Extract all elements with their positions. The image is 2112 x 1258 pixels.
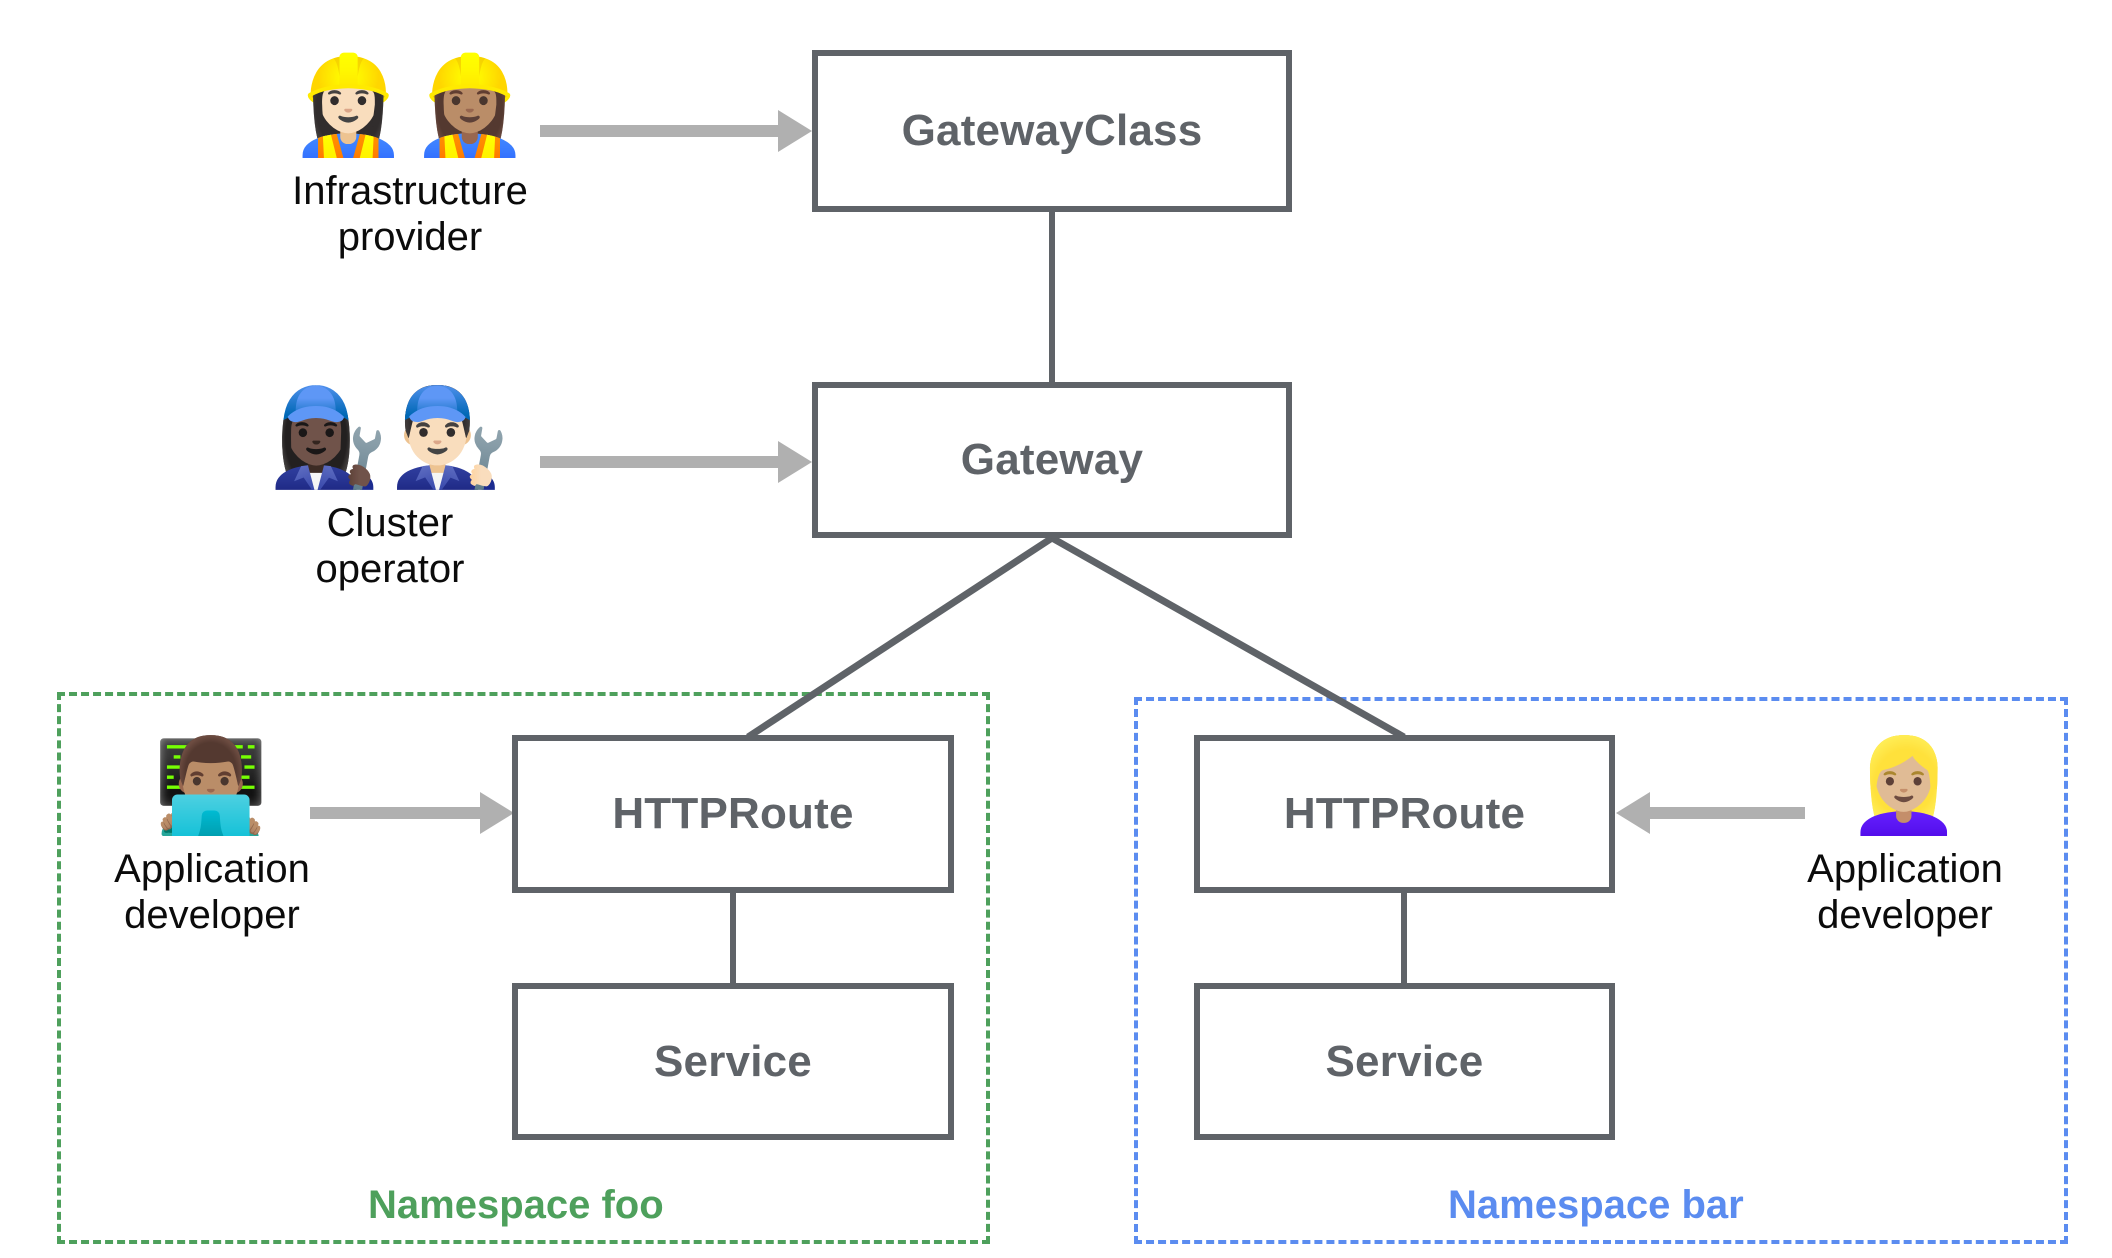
service-foo-label: Service <box>654 1036 812 1086</box>
developer-icon: 👨🏽‍💻 <box>153 735 271 837</box>
gateway-box[interactable]: Gateway <box>812 382 1292 538</box>
httproute-foo-label: HTTPRoute <box>612 789 854 838</box>
actor-cluster-operator-label: Cluster operator <box>315 501 465 592</box>
construction-workers-icon: 👷🏻‍♀️👷🏽‍♀️ <box>288 52 532 159</box>
actor-application-developer-bar-label: Application developer <box>1807 847 2003 938</box>
namespace-bar-container <box>1134 697 2068 1244</box>
developer-icon: 👱🏼‍♀️ <box>1846 735 1964 837</box>
gatewayclass-box[interactable]: GatewayClass <box>812 50 1292 212</box>
actor-application-developer-foo-label: Application developer <box>114 847 310 938</box>
service-bar-label: Service <box>1325 1036 1484 1086</box>
actor-cluster-operator: 👩🏿‍🔧👨🏻‍🔧 Cluster operator <box>230 390 550 593</box>
namespace-foo-label: Namespace foo <box>368 1183 664 1227</box>
actor-infrastructure-provider-label: Infrastructure provider <box>292 169 528 260</box>
httproute-foo-box[interactable]: HTTPRoute <box>512 735 954 893</box>
httproute-bar-box[interactable]: HTTPRoute <box>1194 735 1615 893</box>
arrow-infra-to-gatewayclass <box>540 110 812 152</box>
actor-application-developer-bar: 👱🏼‍♀️ Application developer <box>1755 740 2055 939</box>
namespace-bar-label: Namespace bar <box>1448 1183 1744 1227</box>
httproute-bar-label: HTTPRoute <box>1283 789 1526 838</box>
gatewayclass-label: GatewayClass <box>901 106 1203 155</box>
namespace-foo-container <box>57 692 990 1244</box>
actor-application-developer-foo: 👨🏽‍💻 Application developer <box>62 740 362 939</box>
mechanics-icon: 👩🏿‍🔧👨🏻‍🔧 <box>268 384 512 491</box>
actor-infrastructure-provider: 👷🏻‍♀️👷🏽‍♀️ Infrastructure provider <box>250 58 570 261</box>
gateway-label: Gateway <box>960 435 1144 484</box>
service-bar-box[interactable]: Service <box>1194 983 1615 1140</box>
arrow-operator-to-gateway <box>540 441 812 483</box>
service-foo-box[interactable]: Service <box>512 983 954 1140</box>
